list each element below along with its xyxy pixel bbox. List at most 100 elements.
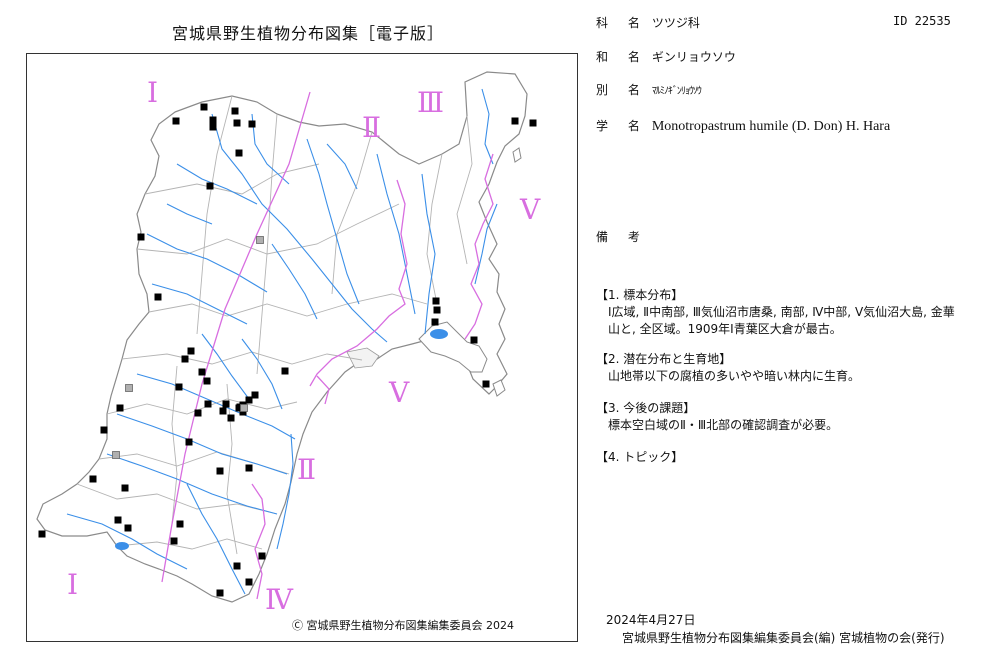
specimen-marker xyxy=(529,119,537,127)
specimen-marker xyxy=(89,475,97,483)
section-topics: 【4. トピック】 xyxy=(596,449,966,466)
family-value: ツツジ科 xyxy=(651,16,700,30)
section-future-tasks: 【3. 今後の課題】 標本空白域のⅡ・Ⅲ北部の確認調査が必要。 xyxy=(596,400,966,434)
specimen-marker xyxy=(154,293,162,301)
island-kinkasan xyxy=(492,379,506,397)
section-heading: 【1. 標本分布】 xyxy=(596,288,684,302)
map-copyright: Ⓒ 宮城県野生植物分布図集編集委員会 2024 xyxy=(292,619,514,632)
specimen-marker xyxy=(258,552,266,560)
specimen-marker xyxy=(172,117,180,125)
specimen-marker xyxy=(198,368,206,376)
distribution-map: Ⅰ Ⅱ Ⅲ Ⅴ Ⅴ Ⅱ Ⅰ Ⅳ xyxy=(26,53,578,642)
specimen-marker xyxy=(116,404,124,412)
rivers xyxy=(66,88,498,595)
zone-label: Ⅲ xyxy=(417,86,444,119)
specimen-marker xyxy=(231,107,239,115)
specimen-marker xyxy=(125,384,133,392)
zone-label: Ⅰ xyxy=(147,76,158,109)
specimen-marker xyxy=(470,336,478,344)
specimen-marker xyxy=(100,426,108,434)
family-key: 科 名 xyxy=(596,16,648,30)
specimen-marker xyxy=(181,355,189,363)
section-specimen-distribution: 【1. 標本分布】 Ⅰ広域, Ⅱ中南部, Ⅲ気仙沼市唐桑, 南部, Ⅳ中部, Ⅴ… xyxy=(596,287,966,338)
specimen-marker xyxy=(219,407,227,415)
map-canvas: Ⅰ Ⅱ Ⅲ Ⅴ Ⅴ Ⅱ Ⅰ Ⅳ xyxy=(36,71,541,616)
atlas-title: 宮城県野生植物分布図集［電子版］ xyxy=(172,24,445,43)
specimen-markers xyxy=(38,103,537,597)
specimen-marker xyxy=(216,589,224,597)
specimen-marker xyxy=(511,117,519,125)
zone-label: Ⅱ xyxy=(297,453,316,486)
specimen-marker xyxy=(235,149,243,157)
specimen-marker xyxy=(200,103,208,111)
zone-label: Ⅴ xyxy=(388,376,410,409)
specimen-marker xyxy=(112,451,120,459)
specimen-marker xyxy=(170,537,178,545)
specimen-marker xyxy=(433,306,441,314)
municipal-boundaries xyxy=(76,95,473,555)
specimen-marker xyxy=(432,297,440,305)
zone-labels: Ⅰ Ⅱ Ⅲ Ⅴ Ⅴ Ⅱ Ⅰ Ⅳ xyxy=(67,76,541,616)
zone-label: Ⅴ xyxy=(519,193,541,226)
specimen-marker xyxy=(216,467,224,475)
specimen-marker xyxy=(245,578,253,586)
remarks-row: 備 考 xyxy=(596,228,652,245)
specimen-marker xyxy=(239,408,247,416)
specimen-marker xyxy=(209,116,217,124)
alias-value: ﾏﾙﾐﾉｷﾞﾝﾘｮｳｿｳ xyxy=(651,86,702,97)
section-body: 標本空白域のⅡ・Ⅲ北部の確認調査が必要。 xyxy=(608,418,839,432)
specimen-marker xyxy=(248,120,256,128)
family-row: 科 名 ツツジ科 xyxy=(596,14,700,31)
section-heading: 【2. 潜在分布と生育地】 xyxy=(596,352,732,366)
specimen-marker xyxy=(251,391,259,399)
specimen-marker xyxy=(38,530,46,538)
specimen-marker xyxy=(431,318,439,326)
specimen-marker xyxy=(194,409,202,417)
specimen-marker xyxy=(137,233,145,241)
japanese-name-row: 和 名 ギンリョウソウ xyxy=(596,48,736,65)
specimen-marker xyxy=(204,400,212,408)
specimen-marker xyxy=(206,182,214,190)
scientific-name-key: 学 名 xyxy=(596,119,648,133)
specimen-marker xyxy=(176,520,184,528)
specimen-marker xyxy=(281,367,289,375)
specimen-marker xyxy=(222,400,230,408)
remarks-key: 備 考 xyxy=(596,230,648,244)
specimen-marker xyxy=(482,380,490,388)
section-potential-habitat: 【2. 潜在分布と生育地】 山地帯以下の腐植の多いやや暗い林内に生育。 xyxy=(596,351,966,385)
zone-label: Ⅰ xyxy=(67,568,78,601)
specimen-marker xyxy=(256,236,264,244)
japanese-name-key: 和 名 xyxy=(596,50,648,64)
alias-row: 別 名 ﾏﾙﾐﾉｷﾞﾝﾘｮｳｿｳ xyxy=(596,81,702,98)
reservoir xyxy=(115,542,129,550)
specimen-marker xyxy=(114,516,122,524)
matsushima-islands xyxy=(346,347,380,369)
section-body: Ⅰ広域, Ⅱ中南部, Ⅲ気仙沼市唐桑, 南部, Ⅳ中部, Ⅴ気仙沼大島, 金華山… xyxy=(608,305,955,336)
specimen-marker xyxy=(233,119,241,127)
section-heading: 【4. トピック】 xyxy=(596,450,684,464)
specimen-marker xyxy=(209,123,217,131)
specimen-marker xyxy=(203,377,211,385)
zone-label: Ⅱ xyxy=(362,111,381,144)
specimen-marker xyxy=(245,396,253,404)
specimen-marker xyxy=(185,438,193,446)
specimen-marker xyxy=(233,562,241,570)
specimen-marker xyxy=(187,347,195,355)
japanese-name-value: ギンリョウソウ xyxy=(651,50,736,64)
lake xyxy=(430,329,448,339)
zone-boundaries xyxy=(161,91,494,600)
island-oshima xyxy=(512,147,522,163)
specimen-marker xyxy=(240,404,248,412)
scientific-name-row: 学 名 Monotropastrum humile (D. Don) H. Ha… xyxy=(596,117,890,135)
publication-date: 2024年4月27日 xyxy=(606,613,696,627)
specimen-marker xyxy=(121,484,129,492)
publisher: 宮城県野生植物分布図集編集委員会(編) 宮城植物の会(発行) xyxy=(622,631,945,645)
specimen-marker xyxy=(227,414,235,422)
specimen-marker xyxy=(124,524,132,532)
scientific-name-value: Monotropastrum humile (D. Don) H. Hara xyxy=(651,119,891,134)
zone-label: Ⅳ xyxy=(265,583,294,616)
specimen-marker xyxy=(175,383,183,391)
section-body: 山地帯以下の腐植の多いやや暗い林内に生育。 xyxy=(608,369,861,383)
record-id: ID 22535 xyxy=(893,14,951,28)
section-heading: 【3. 今後の課題】 xyxy=(596,401,696,415)
